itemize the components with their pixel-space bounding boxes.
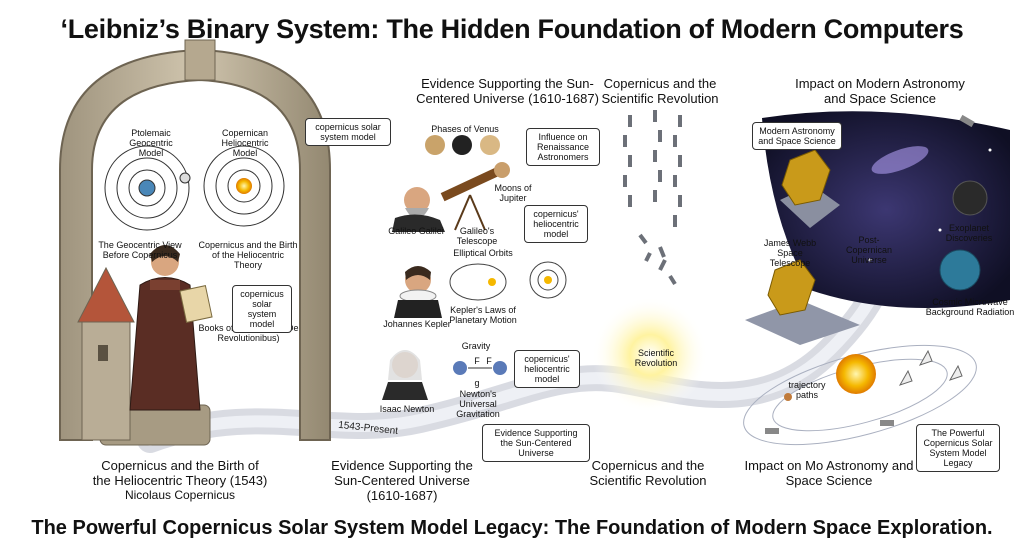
formula-g: g: [474, 378, 480, 388]
label-jwst: James Webb Space Telescope: [763, 238, 817, 268]
label-elliptical: Elliptical Orbits: [453, 248, 513, 258]
label-kepler: Johannes Kepler: [383, 319, 451, 329]
label-geocentric-view: The Geocentric View Before Copernicus: [98, 240, 182, 260]
planet-dot: [784, 393, 792, 401]
broken-chains: [623, 110, 682, 286]
caption-birth-name: Nicolaus Copernicus: [124, 488, 236, 502]
jupiter-dot: [494, 162, 510, 178]
label-trajectory: trajectory paths: [788, 380, 826, 400]
box-heliocentric-1: copernicus' heliocentric model: [524, 205, 588, 243]
caption-impact: Impact on Mo Astronomy and Space Science: [744, 458, 914, 488]
label-newton: Isaac Newton: [379, 404, 435, 414]
revolution-burst: [592, 297, 708, 413]
sun-icon: [836, 354, 876, 394]
header-revolution: Copernicus and the Scientific Revolution: [601, 76, 719, 106]
label-post-copernican: Post-Copernican Universe: [845, 235, 893, 265]
box-legacy: The Powerful Copernicus Solar System Mod…: [916, 424, 1000, 472]
label-phases-venus: Phases of Venus: [431, 124, 499, 134]
venus-phases: [425, 135, 500, 155]
gravity-diagram: [453, 361, 507, 375]
rocket-icon: [898, 349, 963, 386]
formula-f1: F: [474, 356, 480, 366]
label-moons-jupiter: Moons of Jupiter: [494, 183, 532, 203]
box-solar-system-model-1: copernicus solar system model: [305, 118, 391, 146]
kepler-figure: [394, 266, 442, 318]
label-birth-helio: Copernicus and the Birth of the Heliocen…: [198, 240, 298, 270]
label-cmb: Cosmic Microwave Background Radiation: [925, 297, 1015, 317]
page-title: ‘Leibniz’s Binary System: The Hidden Fou…: [60, 14, 964, 44]
label-copernican: Copernican Heliocentric Model: [221, 128, 269, 158]
label-newton-law: Newton's Universal Gravitation: [456, 389, 500, 419]
formula-f2: F: [486, 356, 492, 366]
header-impact: Impact on Modern Astronomy and Space Sci…: [795, 76, 965, 106]
label-scientific-revolution: Scientific Revolution: [634, 348, 678, 368]
caption-birth-line2: the Heliocentric Theory (1543): [92, 473, 268, 488]
caption-evidence: Evidence Supporting the Sun-Centered Uni…: [331, 458, 473, 503]
box-heliocentric-2: copernicus' heliocentric model: [514, 350, 580, 388]
label-ptolemaic: Ptolemaic Geocentric Model: [129, 128, 173, 158]
page-footer: The Powerful Copernicus Solar System Mod…: [31, 517, 993, 539]
label-telescope: Galileo's Telescope: [456, 226, 498, 246]
elliptical-orbits-drawing: [449, 261, 567, 301]
label-exoplanet: Exoplanet Discoveries: [945, 223, 993, 243]
ptolemaic-model-drawing: [104, 145, 191, 231]
satellite-icon: [765, 114, 975, 434]
box-evidence: Evidence Supporting the Sun-Centered Uni…: [482, 424, 590, 462]
cmb-globe: [939, 249, 981, 291]
caption-revolution: Copernicus and the Scientific Revolution: [589, 458, 707, 488]
label-kepler-laws: Kepler's Laws of Planetary Motion: [449, 305, 517, 325]
box-solar-system-model-2: copernicus solar system model: [232, 285, 292, 333]
newton-figure: [382, 350, 428, 400]
box-influence: Influence on Renaissance Astronomers: [526, 128, 600, 166]
caption-birth-line1: Copernicus and the Birth of: [101, 458, 259, 473]
exoplanet-globe: [952, 180, 988, 216]
copernican-model-drawing: [203, 145, 285, 227]
stone-tower: [77, 266, 135, 441]
label-galileo: Galileo Galilei: [388, 226, 444, 236]
box-modern-astronomy: Modern Astronomy and Space Science: [752, 122, 842, 150]
copernicus-figure: [129, 245, 213, 411]
galileo-figure: [392, 167, 499, 232]
header-evidence: Evidence Supporting the Sun-Centered Uni…: [416, 76, 599, 106]
label-gravity: Gravity: [461, 341, 491, 351]
jwst-drawing: [745, 149, 860, 345]
